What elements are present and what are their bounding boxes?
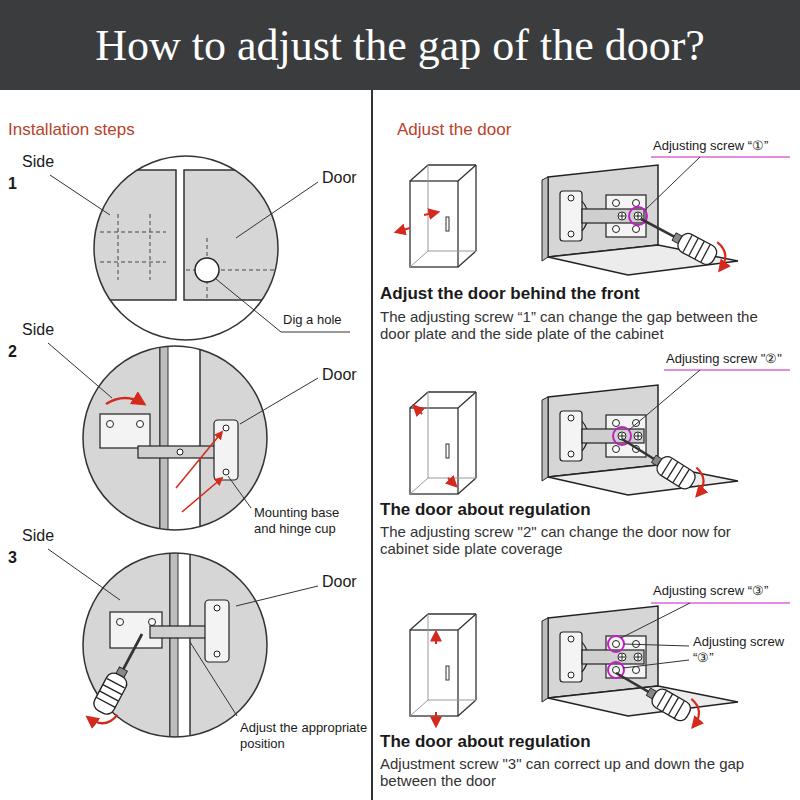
leader-line <box>623 660 689 668</box>
screwdriver <box>617 426 710 497</box>
detail-circle <box>94 156 278 340</box>
hinge-sketch <box>542 165 738 275</box>
section-heading: Installation steps <box>8 120 135 140</box>
label-underline <box>664 369 790 370</box>
leader-line <box>624 644 689 646</box>
screwdriver <box>636 205 731 272</box>
part-label: Door <box>322 168 357 187</box>
step-heading: The door about regulation <box>380 732 591 752</box>
leader-lines <box>50 175 350 332</box>
detail-circle <box>83 346 267 530</box>
label-underline <box>651 602 790 603</box>
callout-label: Dig a hole <box>283 312 342 328</box>
step-number: 2 <box>8 342 17 361</box>
part-label: Door <box>322 572 357 591</box>
hinge-sketch <box>542 385 738 495</box>
direction-arrow <box>424 212 438 215</box>
part-label: Door <box>322 365 357 384</box>
section-heading: Adjust the door <box>397 120 511 140</box>
label-underline <box>651 156 790 157</box>
callout-label: Adjust the appropriate position <box>240 720 368 751</box>
screwdriver <box>611 660 705 729</box>
callout-label: Adjusting screw “③” <box>693 634 789 665</box>
direction-arrow <box>396 228 410 232</box>
direction-arrow <box>448 478 456 486</box>
callout-label: Adjusting screw "②" <box>666 351 782 367</box>
leader-lines <box>48 549 318 716</box>
step-number: 3 <box>8 548 17 567</box>
callout-label: Mounting base and hinge cup <box>254 505 354 536</box>
step1-detail <box>80 170 294 300</box>
cabinet-sketch <box>410 165 476 267</box>
leader-line <box>621 603 690 638</box>
step-heading: Adjust the door behind the front <box>380 284 640 304</box>
direction-arrow <box>414 406 422 414</box>
leader-line <box>629 370 700 430</box>
leader-line <box>645 157 700 210</box>
callout-label: Adjusting screw “①” <box>653 138 768 154</box>
step-heading: The door about regulation <box>380 500 591 520</box>
leader-lines <box>48 343 318 508</box>
part-label: Side <box>22 152 54 171</box>
screw-highlight <box>629 207 647 225</box>
part-label: Side <box>22 320 54 339</box>
part-label: Side <box>22 526 54 545</box>
step-description: The adjusting screw "2" can change the d… <box>380 523 780 558</box>
column-divider <box>371 90 373 800</box>
step-number: 1 <box>8 174 17 193</box>
cabinet-sketch <box>410 392 476 494</box>
screw-highlight <box>608 636 624 652</box>
direction-arrow <box>435 632 437 644</box>
detail-circle <box>83 553 267 737</box>
direction-arrow <box>435 712 437 726</box>
page-title: How to adjust the gap of the door? <box>0 0 800 90</box>
callout-label: Adjusting screw “③” <box>653 583 768 599</box>
screwdriver <box>86 629 157 730</box>
step-description: The adjusting screw “1” can change the g… <box>380 308 780 343</box>
cabinet-sketch <box>410 614 476 716</box>
step-description: Adjustment screw "3" can correct up and … <box>380 755 780 790</box>
